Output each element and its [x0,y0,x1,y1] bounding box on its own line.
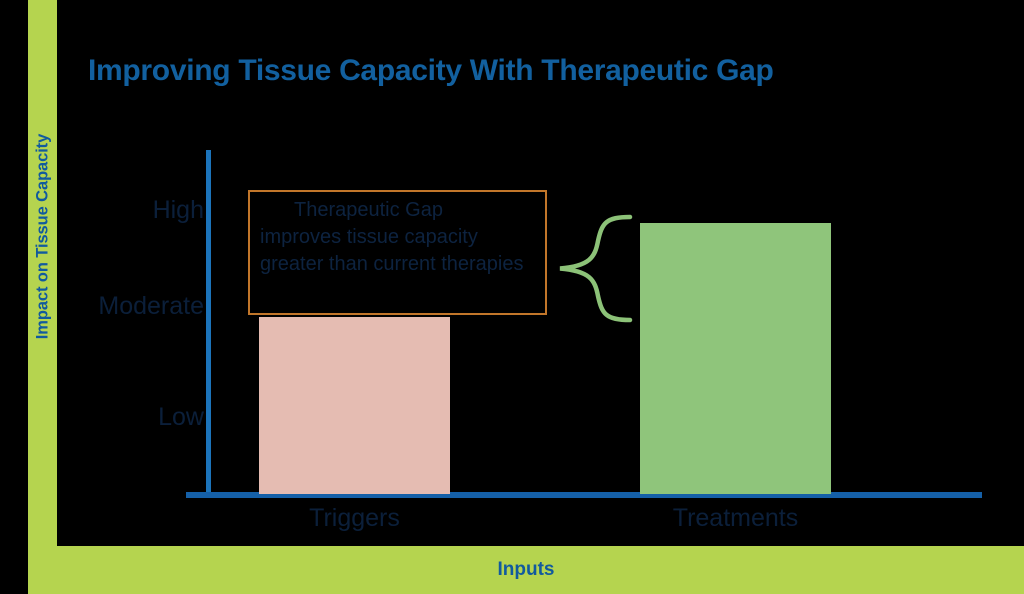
callout-line-1: Therapeutic Gap [294,199,443,221]
y-axis-banner-label: Impact on Tissue Capacity [33,133,52,340]
x-axis-banner-label: Inputs [497,559,555,580]
x-tick-triggers-label: Triggers [309,504,400,532]
callout-line-4: therapies [441,253,524,275]
x-axis-line [186,492,982,498]
bar-triggers [259,317,450,494]
page-title: Improving Tissue Capacity With Therapeut… [88,54,774,87]
callout-line-2: improves tissue capacity [260,226,478,248]
x-axis-banner: Inputs [28,546,1024,594]
callout-line-3: greater than current [260,253,436,275]
annotation-callout-text: Therapeutic Gap improves tissue capacity… [260,197,539,278]
curly-brace-icon [559,214,633,323]
y-axis-line [206,150,211,496]
y-tick-moderate-label: Moderate [98,292,204,320]
x-tick-treatments-label: Treatments [672,504,799,532]
y-tick-low-label: Low [158,403,204,431]
y-tick-high-label: High [152,196,204,224]
annotation-callout-box: Therapeutic Gap improves tissue capacity… [248,190,547,315]
bar-treatments [640,223,831,494]
y-axis-banner: Impact on Tissue Capacity [28,0,57,594]
